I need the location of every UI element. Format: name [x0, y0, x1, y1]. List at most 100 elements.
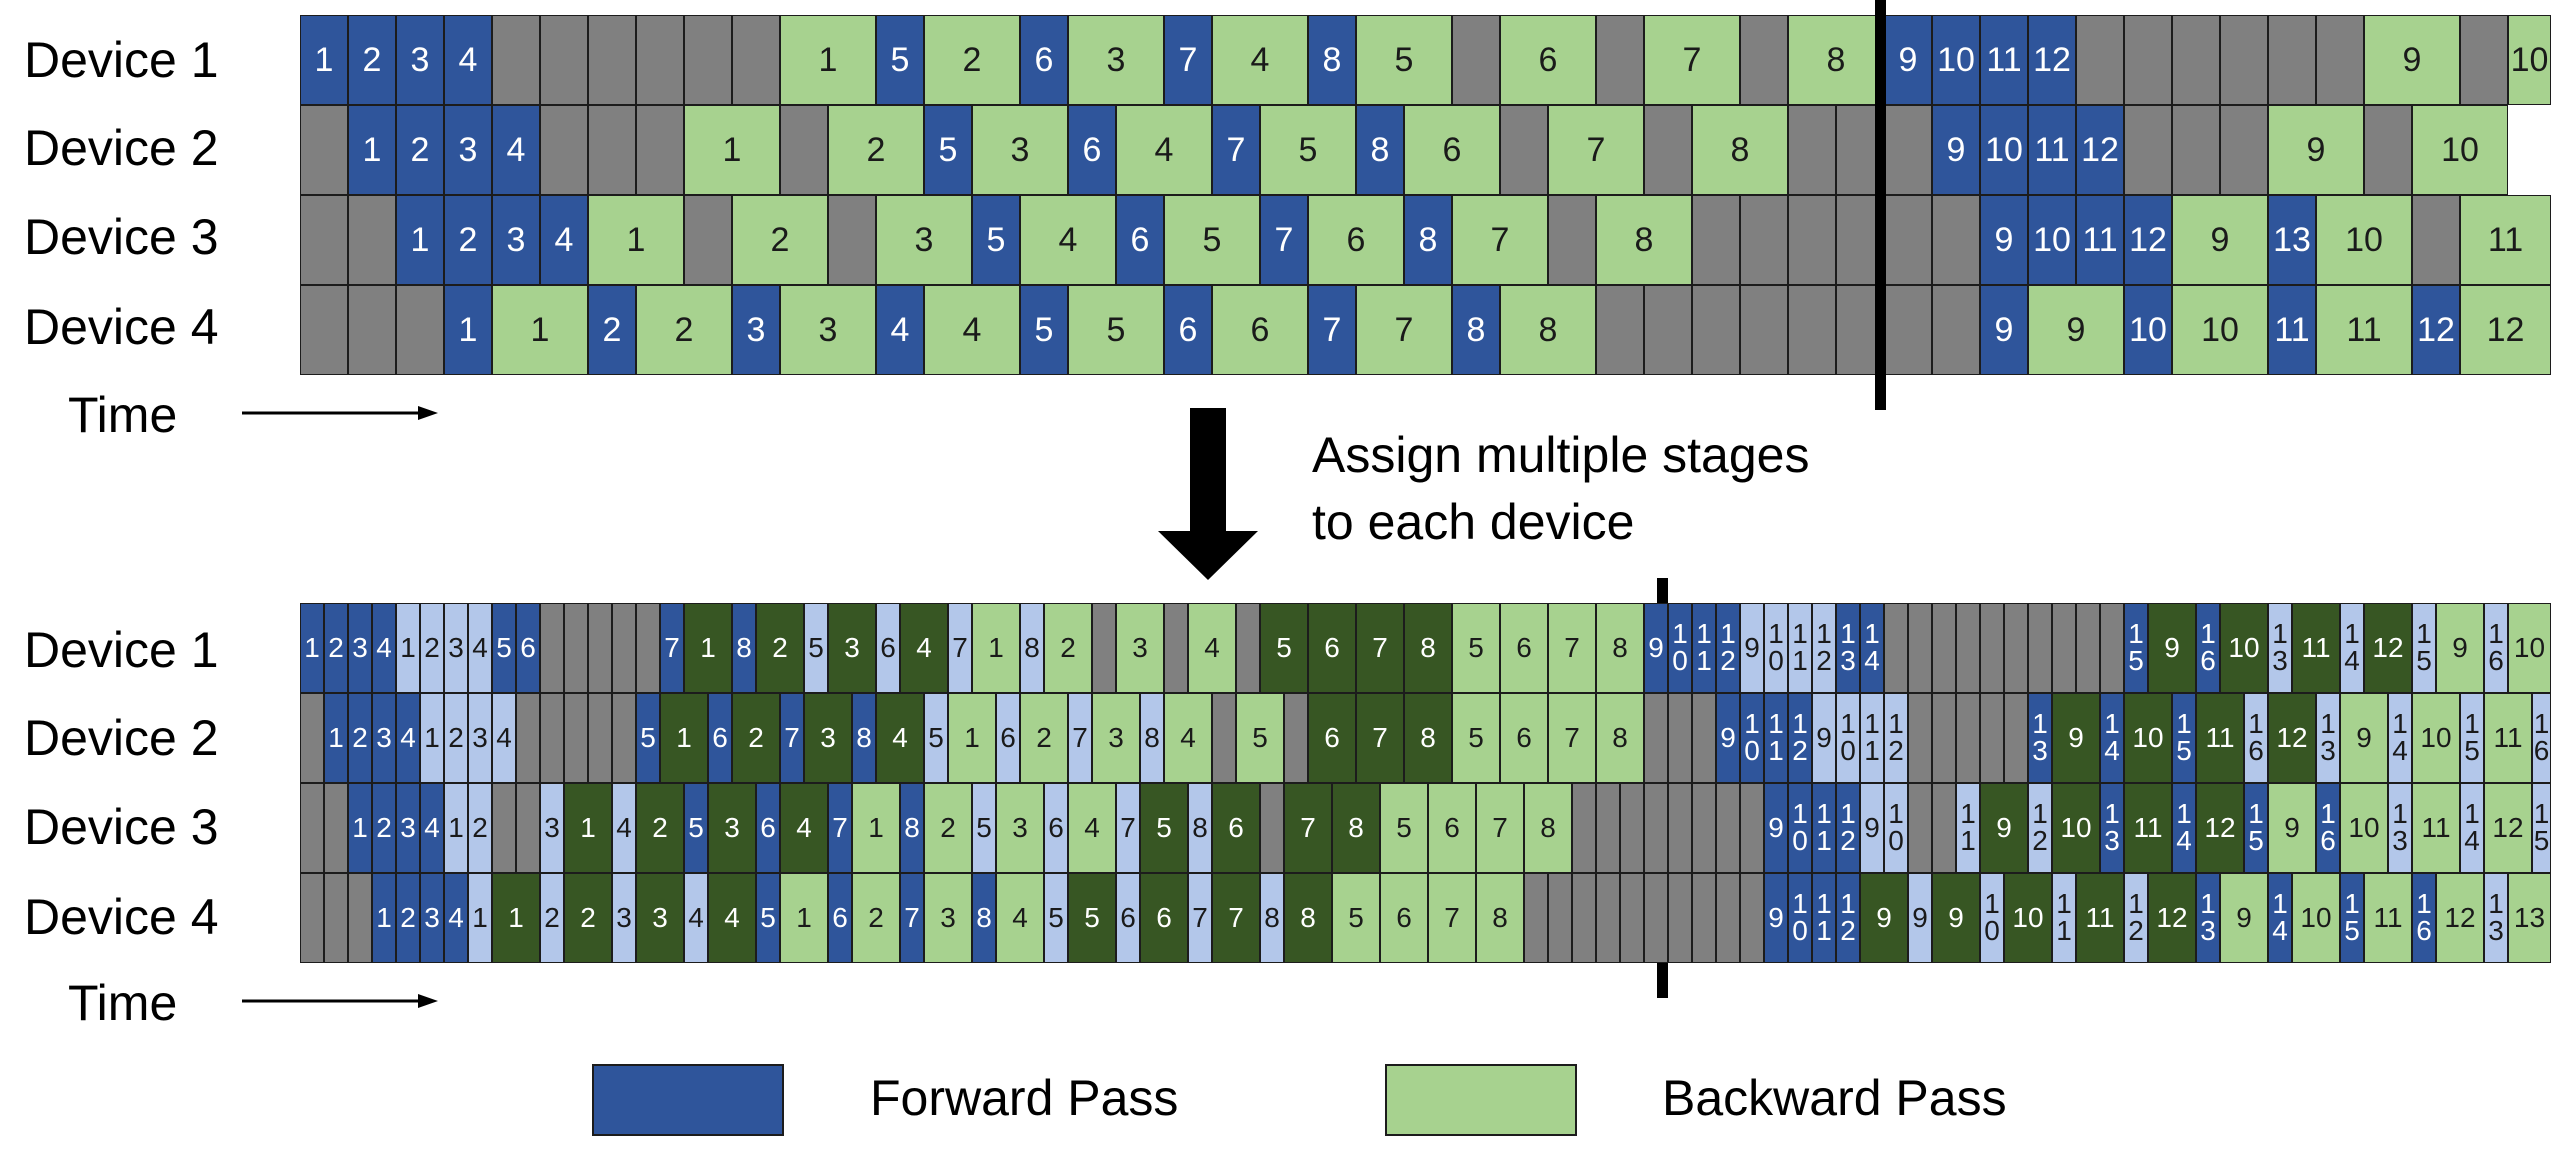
idle-slot [1668, 693, 1692, 783]
backward-pass-cell: 11 [2124, 783, 2172, 873]
forward-pass-cell: 4 [684, 873, 708, 963]
forward-pass-cell: 5 [804, 603, 828, 693]
forward-pass-cell: 5 [1044, 873, 1068, 963]
idle-slot [2124, 105, 2172, 195]
backward-pass-cell: 4 [996, 873, 1044, 963]
top-divider-line [1875, 0, 1886, 410]
backward-pass-cell: 7 [1548, 693, 1596, 783]
down-arrow-icon [1158, 408, 1258, 580]
idle-slot [564, 693, 588, 783]
forward-pass-cell: 7 [1212, 105, 1260, 195]
forward-pass-cell: 2 [396, 105, 444, 195]
idle-slot [2268, 15, 2316, 105]
idle-slot [1788, 285, 1836, 375]
forward-pass-cell: 5 [972, 783, 996, 873]
idle-slot [1692, 693, 1716, 783]
backward-pass-cell: 11 [2460, 195, 2551, 285]
idle-slot [1956, 603, 1980, 693]
idle-slot [1236, 603, 1260, 693]
backward-pass-cell: 9 [2364, 15, 2460, 105]
backward-pass-cell: 5 [1332, 873, 1380, 963]
forward-pass-cell: 3 [396, 15, 444, 105]
idle-slot [1548, 873, 1572, 963]
idle-slot [2052, 603, 2076, 693]
forward-pass-cell: 9 [1644, 603, 1668, 693]
forward-pass-cell: 6 [1116, 195, 1164, 285]
forward-pass-cell: 4 [492, 105, 540, 195]
idle-slot [564, 603, 588, 693]
backward-pass-cell: 2 [828, 105, 924, 195]
idle-slot [1092, 603, 1116, 693]
backward-pass-cell: 10 [2004, 873, 2052, 963]
backward-pass-cell: 10 [2412, 693, 2460, 783]
forward-pass-cell: 10 [2028, 195, 2076, 285]
backward-pass-cell: 2 [924, 783, 972, 873]
idle-slot [1164, 603, 1188, 693]
forward-pass-cell: 3 [444, 603, 468, 693]
backward-pass-cell: 3 [828, 603, 876, 693]
backward-pass-cell: 6 [1140, 873, 1188, 963]
backward-pass-cell: 3 [1116, 603, 1164, 693]
idle-slot [732, 15, 780, 105]
idle-slot [636, 603, 660, 693]
forward-pass-cell: 4 [468, 603, 492, 693]
forward-pass-cell: 5 [924, 105, 972, 195]
idle-slot [1788, 105, 1836, 195]
idle-slot [1740, 15, 1788, 105]
forward-pass-cell: 3 [732, 285, 780, 375]
backward-pass-cell: 6 [1500, 693, 1548, 783]
backward-pass-cell: 12 [2460, 285, 2551, 375]
forward-pass-cell: 9 [1860, 783, 1884, 873]
idle-slot [588, 15, 636, 105]
forward-pass-cell: 1 [300, 603, 324, 693]
idle-slot [1500, 105, 1548, 195]
idle-slot [516, 783, 540, 873]
forward-pass-cell: 12 [2412, 285, 2460, 375]
idle-slot [300, 195, 348, 285]
idle-slot [588, 693, 612, 783]
backward-pass-cell: 1 [492, 873, 540, 963]
idle-slot [1596, 783, 1620, 873]
backward-pass-cell: 6 [1500, 603, 1548, 693]
backward-pass-cell: 3 [780, 285, 876, 375]
forward-pass-cell: 9 [1764, 783, 1788, 873]
forward-pass-cell: 6 [828, 873, 852, 963]
idle-slot [2220, 105, 2268, 195]
forward-pass-cell: 2 [588, 285, 636, 375]
idle-slot [1884, 105, 1932, 195]
idle-slot [588, 105, 636, 195]
backward-pass-cell: 1 [684, 603, 732, 693]
forward-pass-cell: 8 [1140, 693, 1164, 783]
forward-pass-cell: 6 [876, 603, 900, 693]
forward-pass-cell: 8 [900, 783, 924, 873]
idle-slot [1908, 783, 1932, 873]
backward-pass-cell: 9 [2052, 693, 2100, 783]
backward-pass-cell: 7 [1476, 783, 1524, 873]
backward-pass-cell: 5 [1260, 105, 1356, 195]
forward-pass-cell: 4 [612, 783, 636, 873]
backward-pass-cell: 4 [1116, 105, 1212, 195]
backward-pass-cell: 5 [1068, 873, 1116, 963]
backward-pass-cell: 9 [2268, 105, 2364, 195]
top-device-3-label: Device 3 [24, 209, 219, 265]
backward-pass-cell: 6 [1212, 783, 1260, 873]
idle-slot [636, 105, 684, 195]
forward-pass-cell: 3 [396, 783, 420, 873]
backward-pass-cell: 12 [2484, 783, 2532, 873]
legend-forward-label: Forward Pass [870, 1070, 1179, 1126]
forward-pass-cell: 2 [420, 603, 444, 693]
forward-pass-cell: 6 [1116, 873, 1140, 963]
idle-slot [492, 15, 540, 105]
